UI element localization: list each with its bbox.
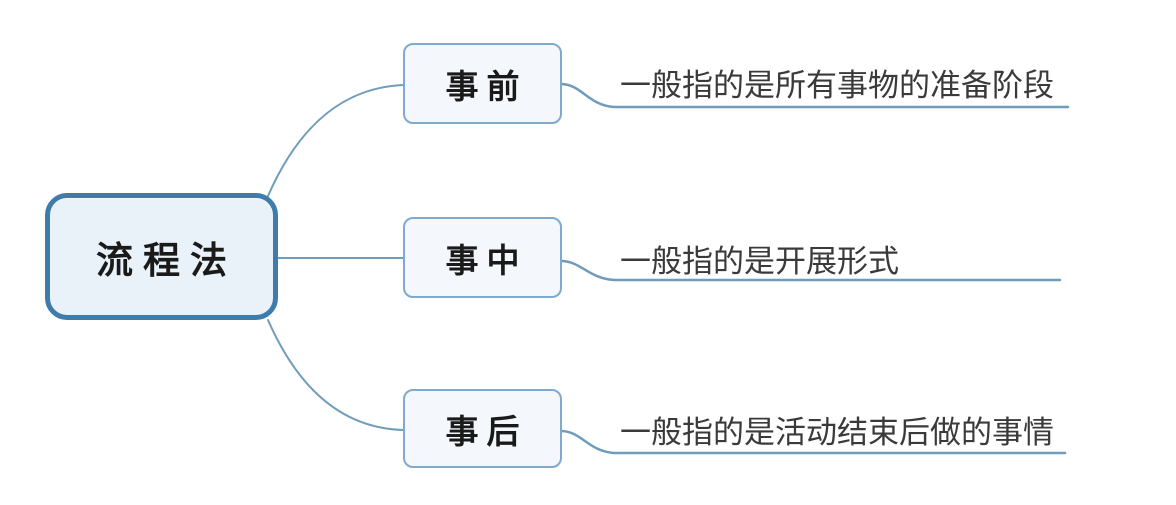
note-underline-middle — [560, 259, 1062, 282]
subtopic-during[interactable]: 事中 — [403, 217, 562, 298]
note-after[interactable]: 一般指的是活动结束后做的事情 — [620, 415, 1054, 451]
note-underline-bottom — [560, 429, 1067, 455]
subtopic-after[interactable]: 事后 — [403, 389, 562, 468]
note-before[interactable]: 一般指的是所有事物的准备阶段 — [620, 68, 1054, 104]
subtopic-before[interactable]: 事前 — [403, 43, 562, 124]
branch-connector-bottom — [267, 319, 404, 431]
root-topic[interactable]: 流程法 — [45, 193, 278, 320]
branch-connector-top — [267, 84, 404, 197]
note-during[interactable]: 一般指的是开展形式 — [620, 244, 899, 280]
note-underline-top — [560, 82, 1070, 109]
